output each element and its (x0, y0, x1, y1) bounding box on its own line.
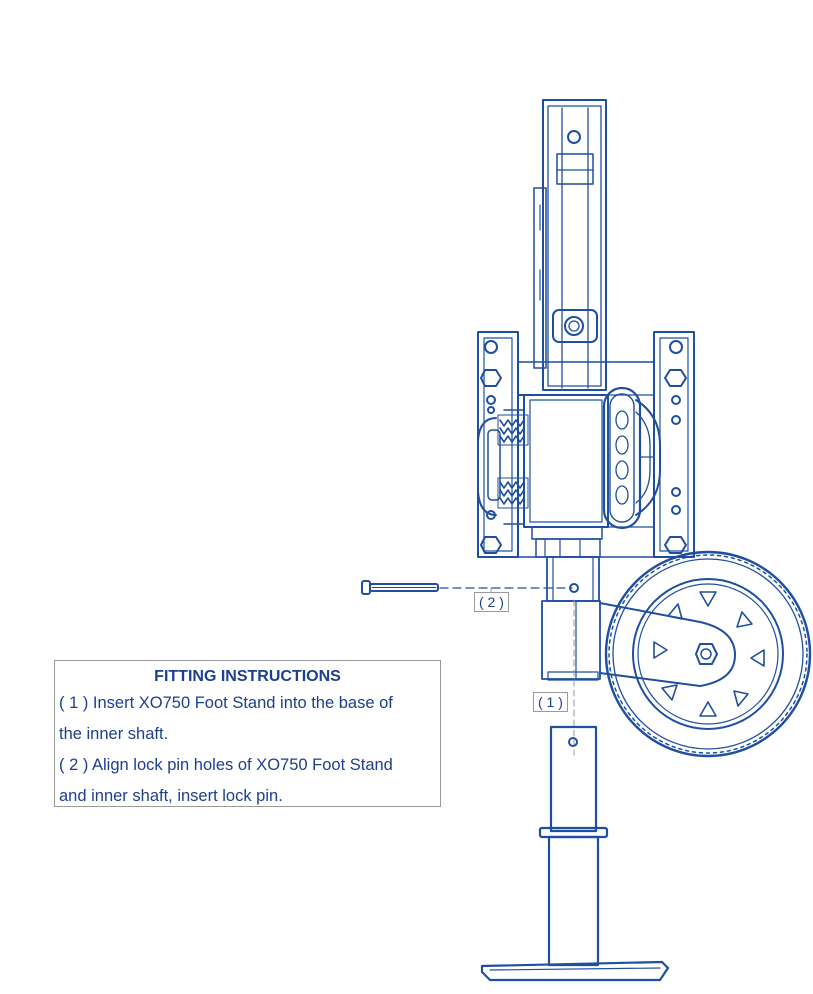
wheel (604, 550, 812, 758)
callout-foot-stand: ( 1 ) (533, 692, 568, 712)
instruction-line: ( 2 ) Align lock pin holes of XO750 Foot… (59, 756, 393, 774)
callout-lock-pin: ( 2 ) (474, 592, 509, 612)
upper-shaft (533, 99, 607, 391)
clamp-springs (477, 409, 529, 525)
inner-shaft (541, 556, 601, 681)
wheel-arm (599, 602, 736, 687)
instruction-line: ( 1 ) Insert XO750 Foot Stand into the b… (59, 694, 393, 712)
instruction-line: and inner shaft, insert lock pin. (59, 787, 283, 805)
fitting-instructions-box: FITTING INSTRUCTIONS ( 1 ) Insert XO750 … (54, 660, 441, 807)
instructions-title: FITTING INSTRUCTIONS (154, 668, 341, 685)
instruction-line: the inner shaft. (59, 725, 169, 743)
clamp-body (517, 361, 655, 558)
clamp-handle (602, 386, 661, 530)
lock-pin (361, 580, 439, 595)
foot-stand (480, 725, 670, 982)
